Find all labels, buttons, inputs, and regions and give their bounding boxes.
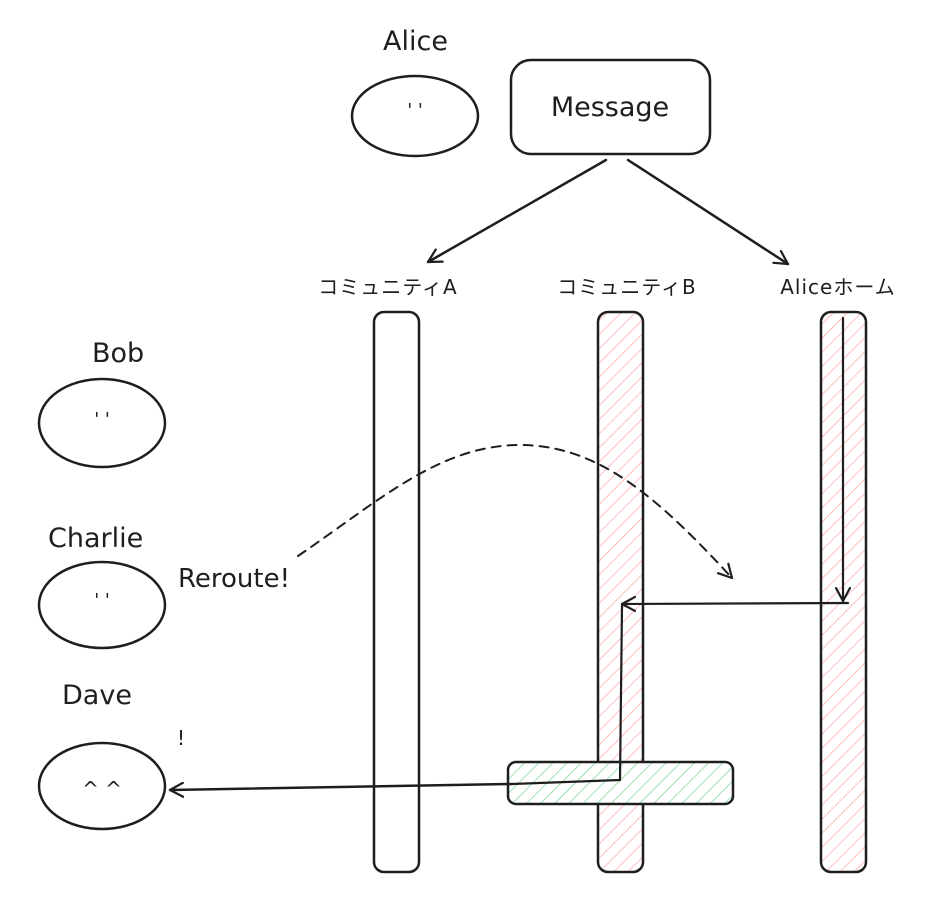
delivery-highlight	[506, 760, 735, 806]
lane-label-community-a: コミュニティA	[318, 275, 457, 299]
actor-bob-head	[37, 377, 167, 469]
arrow-message-to-community-a	[426, 158, 608, 264]
arrow-to-community-b	[620, 603, 850, 604]
message-box: Message	[509, 58, 712, 156]
actor-alice-name: Alice	[383, 26, 448, 57]
actor-dave-name: Dave	[62, 680, 132, 711]
actor-dave-face: ^ ^	[82, 777, 122, 801]
actor-alice: Alice ' '	[350, 26, 480, 158]
delivery-highlight-fill	[508, 762, 733, 804]
message-box-label: Message	[551, 92, 669, 123]
actor-dave-head	[37, 741, 167, 831]
actor-charlie-head	[37, 560, 167, 650]
arrow-community-b-down	[510, 604, 624, 786]
message-box-frame	[509, 58, 712, 156]
actor-dave-exclamation: !	[177, 726, 185, 750]
lane-community-a	[372, 310, 421, 874]
actor-bob-name: Bob	[92, 338, 144, 369]
lane-community-b-fill	[598, 312, 643, 872]
reroute-label: Reroute!	[178, 564, 290, 594]
actor-alice-face: ' '	[407, 100, 423, 121]
lane-alice-home-frame	[819, 310, 868, 874]
lane-label-alice-home: Aliceホーム	[780, 275, 896, 299]
arrow-to-dave	[168, 784, 514, 790]
actor-bob: Bob ' '	[37, 338, 167, 469]
actor-bob-face: ' '	[94, 409, 110, 430]
lane-community-b	[596, 310, 645, 874]
actor-alice-head	[350, 74, 480, 158]
reroute-dashed-arrow	[297, 444, 732, 578]
lane-label-community-b: コミュニティB	[557, 275, 697, 299]
actor-charlie: Charlie ' '	[37, 523, 167, 650]
arrow-message-to-alice-home	[626, 158, 790, 266]
actor-charlie-name: Charlie	[48, 523, 143, 554]
actor-dave: Dave ^ ^ !	[37, 680, 185, 831]
actor-charlie-face: ' '	[94, 590, 110, 611]
lane-community-b-frame	[596, 310, 645, 874]
